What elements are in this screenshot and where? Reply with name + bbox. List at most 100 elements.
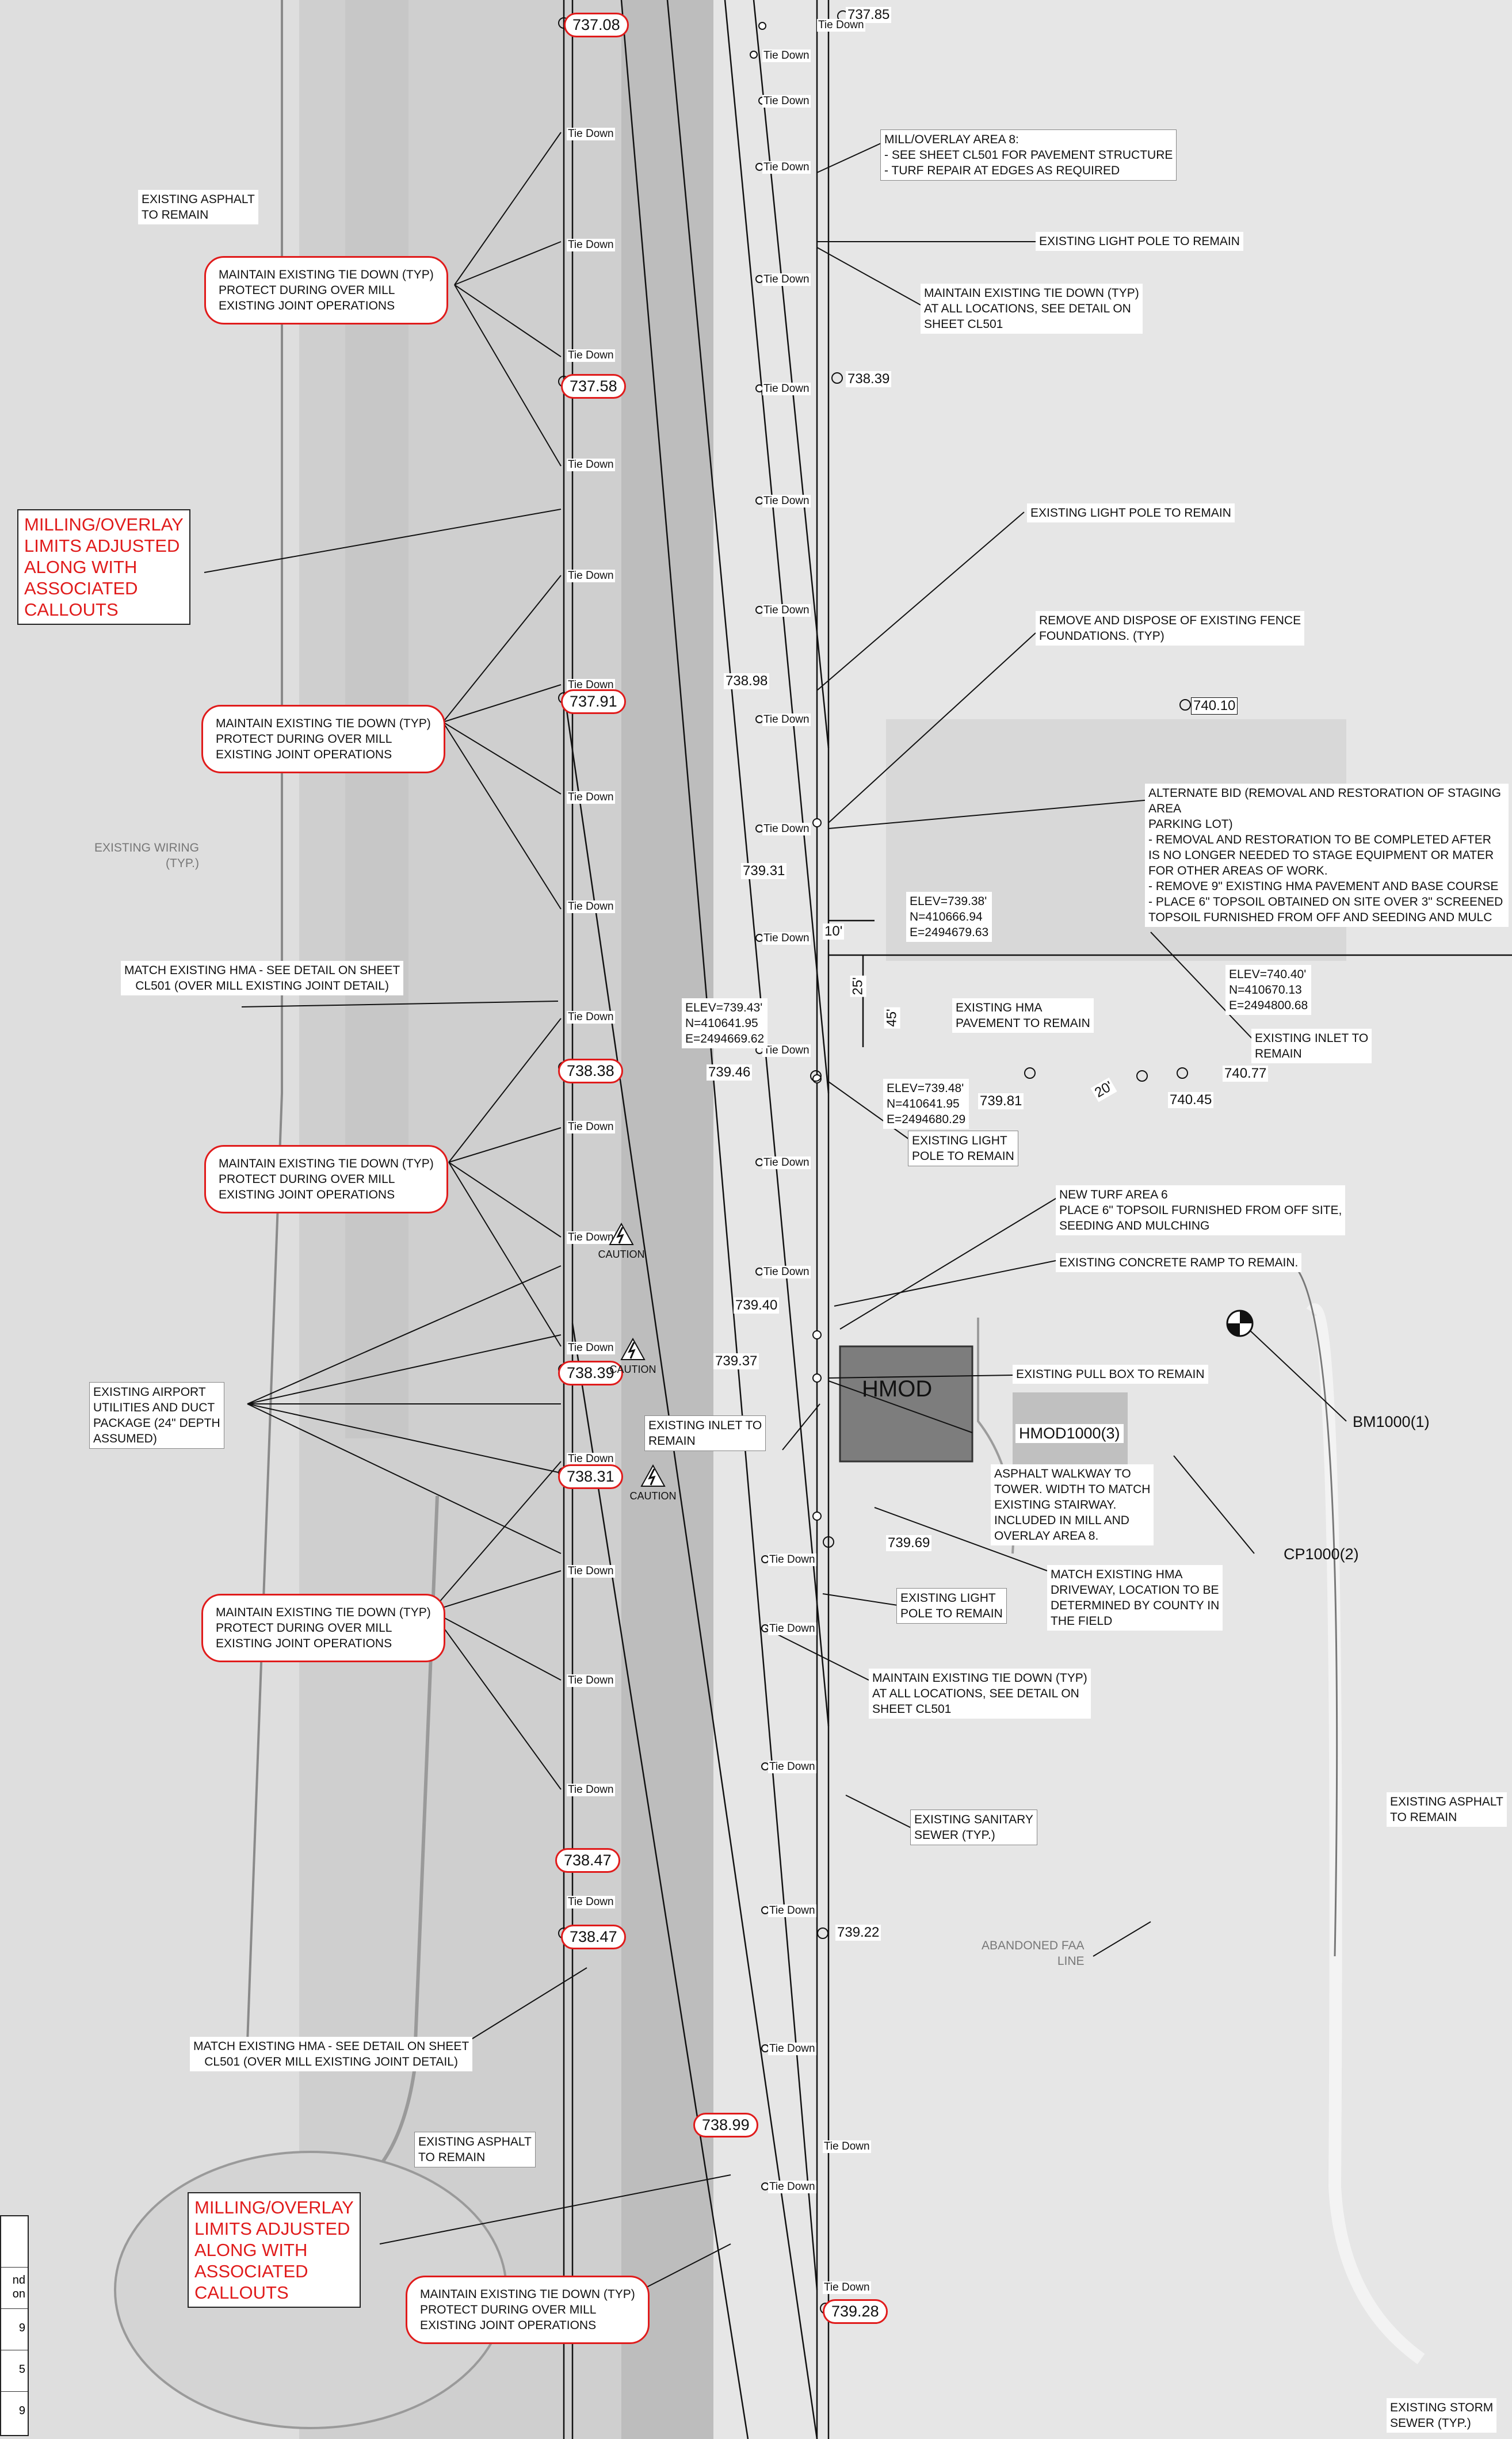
note-existing-light-pole: EXISTING LIGHT POLE TO REMAIN [1036,232,1243,251]
tie-down-label: Tie Down [762,932,811,945]
elevation-label: 739.28 [823,2299,888,2324]
dimension-label: 10' [823,923,845,940]
tie-down-label: Tie Down [817,19,865,32]
note-existing-inlet: EXISTING INLET TO REMAIN [1251,1029,1372,1063]
tie-down-label: Tie Down [823,2281,871,2294]
tie-down-label: Tie Down [567,570,615,582]
tie-down-label: Tie Down [567,1896,615,1909]
note-existing-asphalt: EXISTING ASPHALT TO REMAIN [138,190,258,224]
tie-down-label: Tie Down [567,1342,615,1354]
note-coordinates: ELEV=739.38' N=410666.94 E=2494679.63 [906,892,992,942]
tie-down-label: Tie Down [762,383,811,395]
elevation-label: 739.46 [707,1064,753,1081]
tie-down-label: Tie Down [768,1904,816,1917]
dimension-label: 25' [850,975,866,997]
tie-down-label: Tie Down [567,900,615,913]
elevation-label: 737.08 [564,13,629,37]
table-cell: 5 [1,2350,28,2391]
elevation-label: 739.22 [835,1925,881,1941]
tie-down-label: Tie Down [768,1623,816,1635]
table-cell: 9 [1,2391,28,2433]
note-mill-overlay-area-8: MILL/OVERLAY AREA 8: - SEE SHEET CL501 F… [880,129,1177,181]
elevation-label: 738.31 [558,1464,623,1489]
note-coordinates: ELEV=740.40' N=410670.13 E=2494800.68 [1225,965,1312,1015]
note-coordinates: ELEV=739.43' N=410641.95 E=2494669.62 [682,998,768,1048]
note-maintain-tie-down: MAINTAIN EXISTING TIE DOWN (TYP) PROTECT… [201,705,445,773]
tie-down-label: Tie Down [762,1156,811,1169]
tie-down-label: Tie Down [762,495,811,507]
tie-down-label: Tie Down [768,2181,816,2193]
note-existing-airport-utilities: EXISTING AIRPORT UTILITIES AND DUCT PACK… [89,1382,224,1449]
elevation-label: 738.98 [724,673,770,689]
caution-label: CAUTION [598,1249,645,1260]
note-existing-wiring: EXISTING WIRING (TYP.) [94,841,200,870]
elevation-label: 738.39 [558,1361,623,1385]
tie-down-label: Tie Down [567,1784,615,1796]
note-existing-hma-pavement: EXISTING HMA PAVEMENT TO REMAIN [952,998,1094,1033]
table-fragment: nd on 9 5 9 [0,2215,29,2436]
elevation-label: 740.10 [1191,697,1238,715]
caution-label: CAUTION [629,1490,677,1502]
tie-down-label: Tie Down [567,239,615,251]
note-milling-overlay-limits: MILLING/OVERLAY LIMITS ADJUSTED ALONG WI… [188,2192,361,2308]
elevation-label: 739.69 [886,1535,932,1551]
tie-down-label: Tie Down [762,1266,811,1278]
note-milling-overlay-limits: MILLING/OVERLAY LIMITS ADJUSTED ALONG WI… [17,509,190,625]
note-existing-light-pole: EXISTING LIGHT POLE TO REMAIN [896,1588,1007,1624]
tie-down-label: Tie Down [762,161,811,174]
elevation-label: 740.77 [1223,1066,1269,1082]
tie-down-label: Tie Down [567,1565,615,1578]
note-new-turf-area-6: NEW TURF AREA 6 PLACE 6" TOPSOIL FURNISH… [1056,1185,1346,1235]
caution-icon: CAUTION [627,1464,679,1502]
elevation-label: 738.38 [558,1059,623,1083]
tie-down-label: Tie Down [762,1044,811,1057]
note-maintain-tie-down-detail: MAINTAIN EXISTING TIE DOWN (TYP) AT ALL … [921,284,1143,334]
elevation-label: 739.31 [741,863,787,879]
note-maintain-tie-down: MAINTAIN EXISTING TIE DOWN (TYP) PROTECT… [204,1145,448,1213]
tie-down-label: Tie Down [762,273,811,286]
note-existing-light-pole: EXISTING LIGHT POLE TO REMAIN [1027,503,1235,522]
tie-down-label: Tie Down [567,1011,615,1024]
tie-down-label: Tie Down [768,1761,816,1773]
note-abandoned-faa-line: ABANDONED FAA LINE [982,1939,1085,1968]
note-match-existing-hma-driveway: MATCH EXISTING HMA DRIVEWAY, LOCATION TO… [1047,1565,1223,1631]
caution-icon: CAUTION [595,1222,647,1261]
elevation-label: 738.99 [693,2113,758,2138]
tie-down-label: Tie Down [823,2140,871,2153]
elevation-label: 737.91 [561,689,626,714]
table-cell: 9 [1,2308,28,2350]
note-bm1000: BM1000(1) [1353,1413,1430,1430]
note-existing-asphalt: EXISTING ASPHALT TO REMAIN [1387,1792,1507,1827]
note-maintain-tie-down-detail: MAINTAIN EXISTING TIE DOWN (TYP) AT ALL … [869,1669,1091,1719]
tie-down-label: Tie Down [567,1121,615,1133]
tie-down-label: Tie Down [567,459,615,471]
elevation-label: 739.81 [978,1093,1024,1109]
tie-down-label: Tie Down [567,349,615,362]
tie-down-label: Tie Down [762,823,811,835]
note-hmod1000: HMOD1000(3) [1015,1424,1124,1443]
note-remove-fence: REMOVE AND DISPOSE OF EXISTING FENCE FOU… [1036,611,1305,646]
note-maintain-tie-down: MAINTAIN EXISTING TIE DOWN (TYP) PROTECT… [204,256,448,325]
tie-down-label: Tie Down [567,791,615,804]
tie-down-label: Tie Down [567,128,615,140]
note-maintain-tie-down: MAINTAIN EXISTING TIE DOWN (TYP) PROTECT… [201,1594,445,1662]
note-existing-concrete-ramp: EXISTING CONCRETE RAMP TO REMAIN. [1056,1253,1302,1272]
tie-down-label: Tie Down [567,679,615,692]
caution-label: CAUTION [609,1364,656,1375]
caution-icon: CAUTION [607,1337,659,1376]
tie-down-label: Tie Down [762,49,811,62]
note-coordinates: ELEV=739.48' N=410641.95 E=2494680.29 [883,1079,969,1129]
note-asphalt-walkway: ASPHALT WALKWAY TO TOWER. WIDTH TO MATCH… [991,1464,1154,1545]
hmod-label: HMOD [862,1376,933,1402]
tie-down-label: Tie Down [762,604,811,617]
table-cell: nd on [1,2267,28,2308]
elevation-label: 738.47 [561,1925,626,1949]
note-existing-pull-box: EXISTING PULL BOX TO REMAIN [1013,1365,1208,1384]
elevation-label: 740.45 [1168,1092,1214,1108]
note-existing-light-pole: EXISTING LIGHT POLE TO REMAIN [908,1131,1018,1166]
tie-down-label: Tie Down [567,1674,615,1687]
note-existing-asphalt: EXISTING ASPHALT TO REMAIN [414,2132,536,2167]
elevation-label: 739.37 [713,1353,759,1369]
note-match-existing-hma: MATCH EXISTING HMA - SEE DETAIL ON SHEET… [190,2037,473,2071]
note-existing-storm-sewer: EXISTING STORM SEWER (TYP.) [1387,2398,1497,2433]
